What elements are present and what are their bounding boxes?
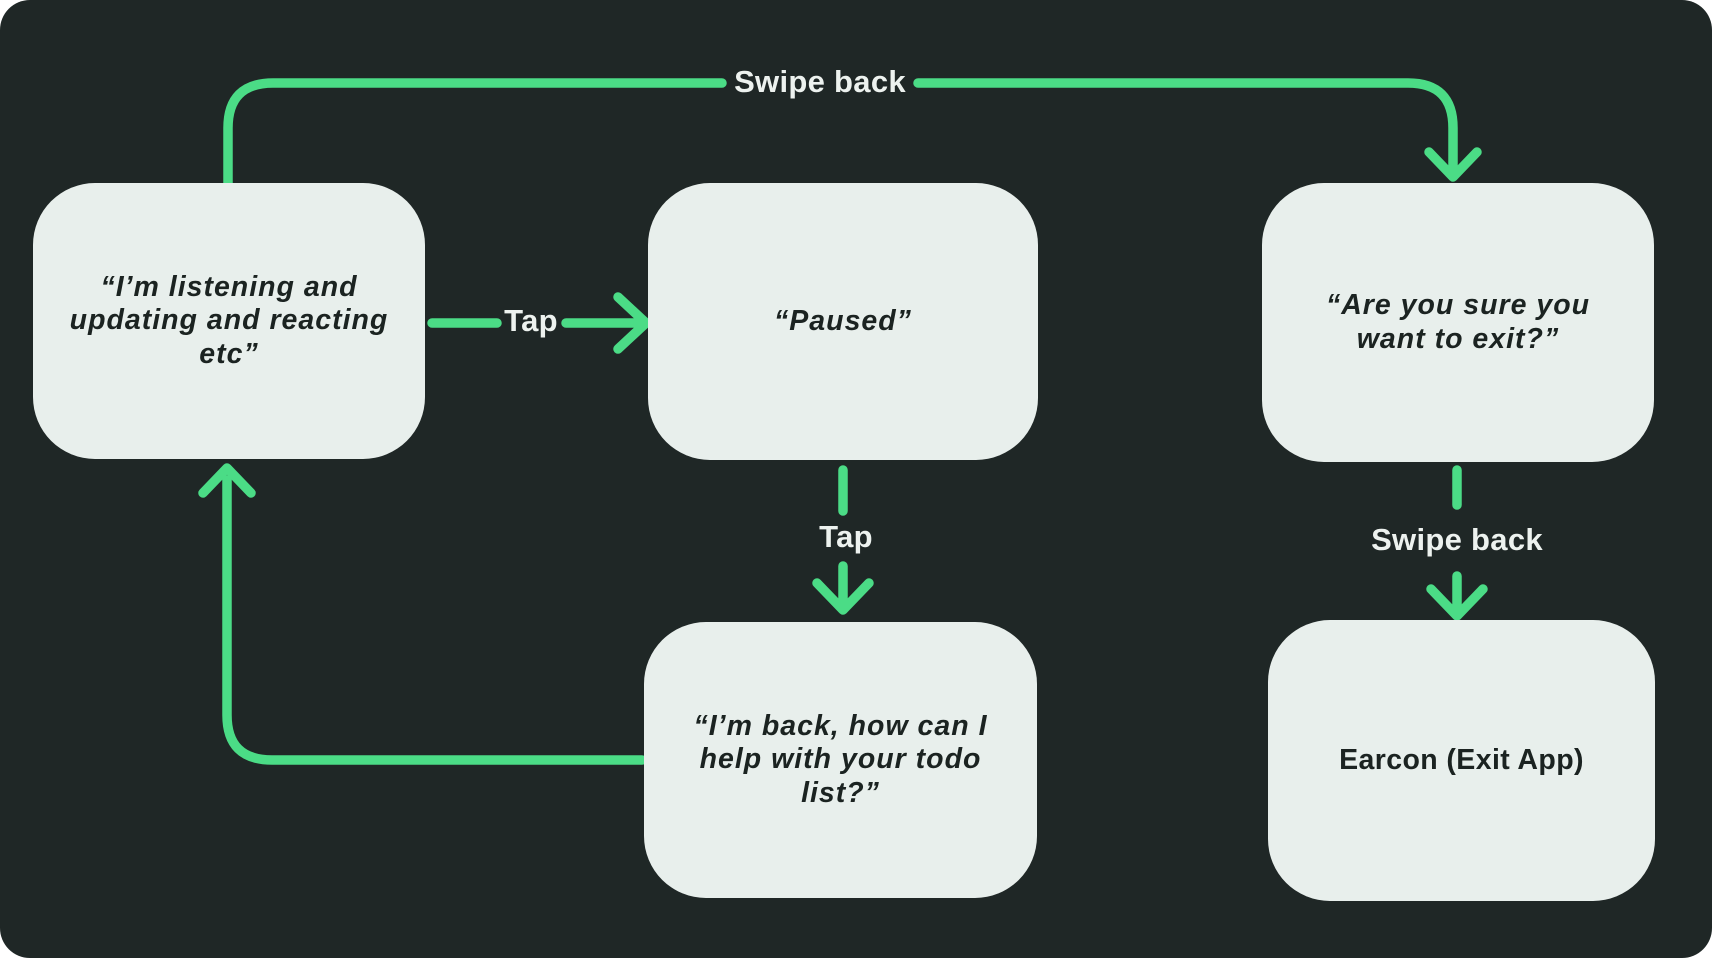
node-listening-label: “I’m listening and updating and reacting… bbox=[69, 270, 389, 370]
edge-label-swipe-back-top: Swipe back bbox=[734, 64, 906, 99]
arrow-swipe-back-top bbox=[223, 78, 1482, 191]
arrow-swipe-back-exit bbox=[1426, 465, 1488, 621]
arrow-tap-pause bbox=[427, 292, 651, 354]
node-paused: “Paused” bbox=[648, 183, 1038, 460]
node-listening: “I’m listening and updating and reacting… bbox=[33, 183, 425, 459]
node-back-todo-label: “I’m back, how can I help with your todo… bbox=[693, 709, 988, 809]
arrow-loop-back bbox=[198, 463, 647, 765]
edge-label-tap-resume: Tap bbox=[819, 519, 873, 554]
node-paused-label: “Paused” bbox=[774, 304, 912, 337]
edge-label-swipe-back-exit: Swipe back bbox=[1371, 522, 1543, 557]
node-confirm-exit: “Are you sure you want to exit?” bbox=[1262, 183, 1654, 462]
node-earcon-exit: Earcon (Exit App) bbox=[1268, 620, 1655, 901]
node-back-todo: “I’m back, how can I help with your todo… bbox=[644, 622, 1037, 898]
node-confirm-exit-label: “Are you sure you want to exit?” bbox=[1325, 288, 1591, 355]
arrow-tap-resume bbox=[812, 465, 874, 615]
edge-label-tap-pause: Tap bbox=[504, 303, 558, 338]
node-earcon-exit-label: Earcon (Exit App) bbox=[1339, 743, 1584, 776]
